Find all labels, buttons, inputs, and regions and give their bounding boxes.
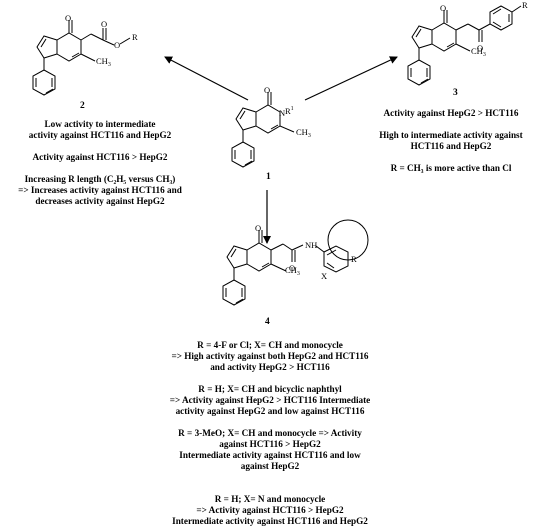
- sar-note-line: activity against HCT116 and HepG2: [28, 130, 172, 140]
- c1-nitrogen: N: [279, 108, 285, 118]
- c4-oxygen-amide: O: [289, 263, 295, 273]
- c1-r1: R1: [285, 106, 294, 116]
- compound-4-sar-notes: R = 4-F or Cl; X= CH and monocycle=> Hig…: [145, 340, 395, 527]
- compound-3-structure: [407, 5, 522, 86]
- sar-note-line: against HepG2: [240, 461, 300, 471]
- sar-note-line: => High activity against both HepG2 and …: [171, 351, 369, 361]
- sar-note-line: [12, 163, 188, 174]
- sar-note-line: [145, 373, 395, 384]
- sar-note-line: R = 3-MeO; X= CH and monocycle => Activi…: [178, 428, 362, 438]
- compound-2-label: 2: [80, 101, 85, 111]
- c4-nh: NH: [305, 240, 317, 250]
- c3-methyl: CH3: [471, 46, 486, 58]
- compound-1-structure: [231, 91, 295, 168]
- c2-oxygen-ester: O: [101, 19, 107, 29]
- c1-oxygen: O: [264, 85, 270, 95]
- arrow-to-compound-2: [164, 56, 249, 101]
- sar-note-line: [145, 472, 395, 483]
- c4-oxygen-ring: O: [255, 223, 261, 233]
- c1-methyl: CH3: [296, 127, 311, 139]
- compound-2-structure: [32, 19, 131, 96]
- sar-note-line: HCT116 and HepG2: [410, 141, 492, 151]
- sar-note-line: => Activity against HCT116 > HepG2: [196, 505, 344, 515]
- sar-note-line: against HCT116 > HepG2: [219, 439, 321, 449]
- sar-note-line: [145, 417, 395, 428]
- sar-note-line: [363, 119, 539, 130]
- sar-note-line: R = H; X= CH and bicyclic naphthyl: [198, 384, 342, 394]
- sar-note-line: [145, 483, 395, 494]
- sar-note-line: => Increases activity against HCT116 and: [18, 185, 182, 195]
- sar-note-line: activity against HepG2 and low against H…: [175, 406, 365, 416]
- sar-note-line: Activity against HepG2 > HCT116: [383, 108, 519, 118]
- sar-note-line: Low activity to intermediate: [44, 119, 156, 129]
- sar-note-line: R = CH₃ is more active than Cl: [390, 163, 512, 173]
- c4-x: X: [321, 271, 327, 281]
- arrow-to-compound-3: [304, 56, 398, 101]
- compound-3-label: 3: [453, 88, 458, 98]
- sar-note-line: and activity HepG2 > HCT116: [210, 362, 330, 372]
- sar-note-line: decreases activity against HepG2: [35, 196, 165, 206]
- sar-note-line: Intermediate activity against HCT116 and…: [179, 450, 361, 460]
- c2-methyl: CH3: [96, 56, 111, 68]
- c2-oxygen-carbonyl: O: [65, 13, 71, 23]
- sar-note-line: High to intermediate activity against: [379, 130, 523, 140]
- compound-1-label: 1: [266, 172, 271, 182]
- c3-r: R: [522, 0, 528, 10]
- sar-note-line: [363, 152, 539, 163]
- compound-4-label: 4: [265, 317, 270, 327]
- c2-oxygen-ether: O: [114, 40, 120, 50]
- compound-3-sar-notes: Activity against HepG2 > HCT116 High to …: [363, 108, 539, 174]
- sar-note-line: R = 4-F or Cl; X= CH and monocycle: [197, 340, 343, 350]
- c2-r: R: [132, 32, 138, 42]
- c4-r: R: [351, 254, 357, 264]
- c4-methyl: CH3: [285, 265, 300, 277]
- c3-oxygen-ring: O: [440, 3, 446, 13]
- sar-note-line: Intermediate activity against HCT116 and…: [172, 516, 368, 526]
- sar-note-line: [12, 141, 188, 152]
- sar-note-line: R = H; X= N and monocycle: [214, 494, 326, 504]
- sar-note-line: Increasing R length (C₂H₅ versus CH₃): [24, 174, 176, 184]
- compound-4-structure: [222, 219, 369, 306]
- sar-note-line: Activity against HCT116 > HepG2: [32, 152, 168, 162]
- sar-note-line: => Activity against HepG2 > HCT116 Inter…: [169, 395, 371, 405]
- c3-oxygen-ketone: O: [477, 43, 483, 53]
